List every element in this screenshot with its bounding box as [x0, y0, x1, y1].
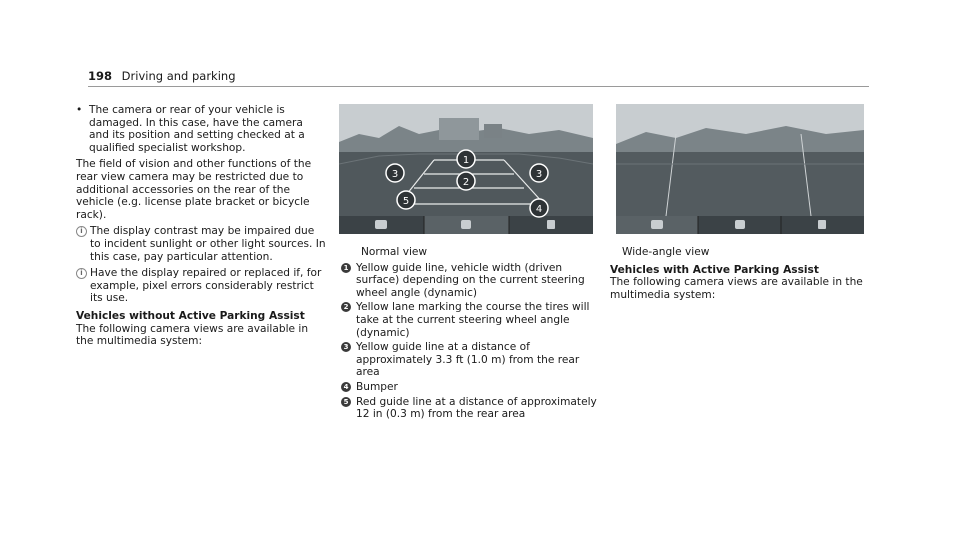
list-item-text: Bumper: [356, 380, 398, 393]
paragraph: The field of vision and other functions …: [76, 158, 312, 221]
list-item: 4 Bumper: [341, 381, 599, 394]
number-badge: 5: [341, 396, 351, 407]
svg-text:2: 2: [463, 177, 469, 188]
camera-view-icon: [375, 220, 387, 229]
note-text: Have the display repaired or replaced if…: [90, 267, 322, 305]
text-column-3: Wide-angle view Vehicles with Active Par…: [610, 246, 865, 301]
camera-image-normal-view: 1 2 3 3 4 5: [339, 104, 593, 234]
callout-marker-1: 1: [456, 149, 476, 169]
callout-marker-4: 4: [529, 198, 549, 218]
section-heading: Vehicles without Active Parking Assist: [76, 309, 305, 322]
callout-marker-3-right: 3: [529, 163, 549, 183]
svg-text:3: 3: [392, 169, 398, 180]
numbered-list: 1 Yellow guide line, vehicle width (drive…: [341, 262, 599, 421]
list-item-text: Red guide line at a distance of approxim…: [356, 395, 597, 421]
header-rule: [88, 86, 869, 87]
page-number: 198: [88, 69, 113, 83]
paragraph: The following camera views are available…: [610, 276, 863, 301]
number-badge: 4: [341, 381, 351, 392]
rear-view-icon: [461, 220, 471, 229]
svg-text:4: 4: [536, 204, 542, 215]
svg-text:3: 3: [536, 169, 542, 180]
list-item: 2 Yellow lane marking the course the tire…: [341, 301, 599, 339]
list-item-text: Yellow lane marking the course the tires…: [356, 301, 590, 339]
number-badge: 2: [341, 302, 351, 313]
text-column-1: The camera or rear of your vehicle is da…: [76, 104, 326, 348]
paragraph: The following camera views are available…: [76, 322, 309, 348]
camera-view-icon: [651, 220, 663, 229]
number-badge: 1: [341, 262, 351, 273]
callout-marker-3-left: 3: [385, 163, 405, 183]
image-caption: Wide-angle view: [622, 246, 710, 258]
section-heading: Vehicles with Active Parking Assist: [610, 263, 819, 276]
list-item: 5 Red guide line at a distance of approxi…: [341, 396, 599, 421]
list-item: 3 Yellow guide line at a distance of appr…: [341, 341, 599, 379]
info-icon: i: [76, 268, 87, 280]
note-item: i The display contrast may be impaired d…: [76, 225, 326, 263]
camera-image-wide-angle-view: [616, 104, 864, 234]
text-column-2: Normal view 1 Yellow guide line, vehicle …: [341, 246, 599, 421]
list-item-text: Yellow guide line, vehicle width (driven…: [356, 261, 585, 299]
callout-marker-2: 2: [456, 171, 476, 191]
svg-text:1: 1: [463, 155, 469, 166]
image-caption: Normal view: [361, 246, 428, 258]
rear-view-icon: [735, 220, 745, 229]
svg-text:5: 5: [403, 196, 409, 207]
trailer-icon: [547, 220, 555, 229]
note-text: The display contrast may be impaired due…: [90, 225, 326, 263]
page-header: 198 Driving and parking: [88, 69, 236, 83]
section-title: Driving and parking: [121, 69, 236, 83]
callout-marker-5: 5: [396, 190, 416, 210]
info-icon: i: [76, 226, 87, 238]
trailer-icon: [818, 220, 826, 229]
list-item: 1 Yellow guide line, vehicle width (drive…: [341, 262, 599, 300]
list-item-text: Yellow guide line at a distance of appro…: [356, 341, 580, 379]
bullet-item: The camera or rear of your vehicle is da…: [76, 104, 326, 154]
note-item: i Have the display repaired or replaced …: [76, 267, 326, 305]
number-badge: 3: [341, 342, 351, 353]
